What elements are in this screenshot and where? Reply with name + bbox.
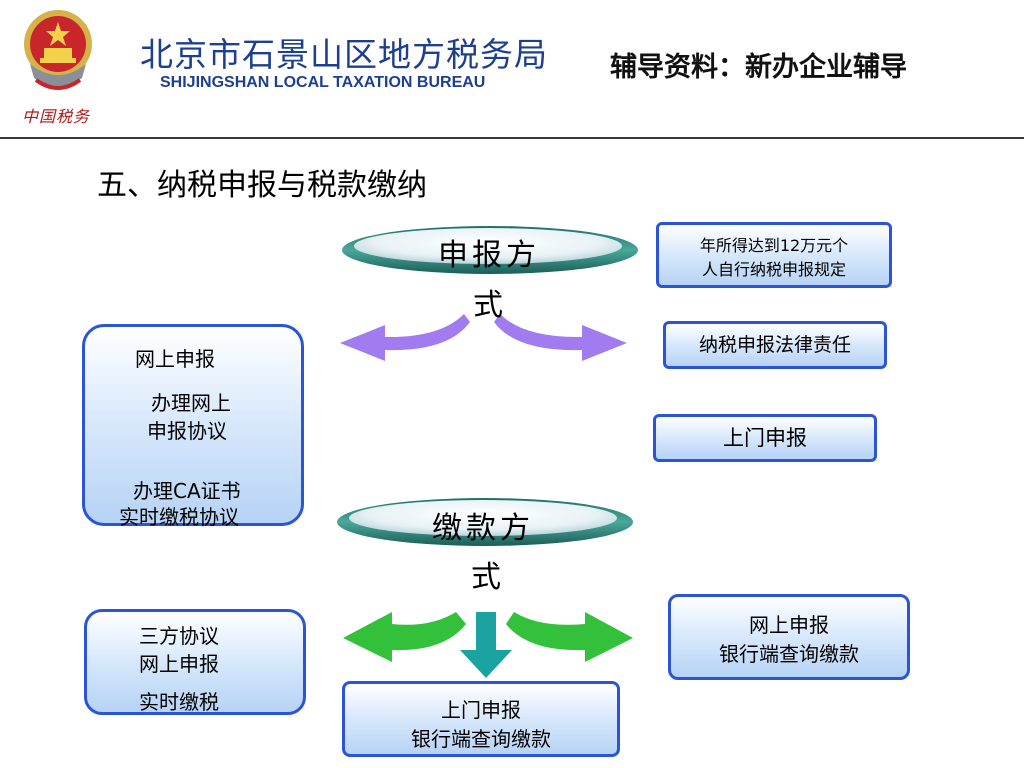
payment-oval-label: 缴款方 <box>432 511 534 546</box>
legal-liability-label: 纳税申报法律责任 <box>698 334 851 356</box>
tripartite-line2: 网上申报 <box>139 652 219 676</box>
online-declaration-line2: 申报协议 <box>147 419 227 443</box>
online-payment-line1: 网上申报 <box>749 613 829 637</box>
header-divider <box>0 137 1024 139</box>
payment-oval <box>337 498 633 546</box>
onsite-payment-box: 上门申报 银行端查询缴款 <box>342 681 620 757</box>
online-declaration-line4: 实时缴税协议 <box>119 505 239 529</box>
online-declaration-box: 网上申报 办理网上 申报协议 办理CA证书 实时缴税协议 <box>82 324 304 529</box>
onsite-declaration-box: 上门申报 <box>653 414 877 462</box>
onsite-payment-line1: 上门申报 <box>441 698 521 722</box>
online-payment-box: 网上申报 银行端查询缴款 <box>668 594 910 680</box>
tripartite-payment-box: 三方协议 网上申报 实时缴税 <box>84 609 306 715</box>
tripartite-line1: 三方协议 <box>139 624 219 648</box>
bureau-name-english: SHIJINGSHAN LOCAL TAXATION BUREAU <box>160 74 486 91</box>
online-declaration-line1: 办理网上 <box>151 391 231 415</box>
header: 中国税务 北京市石景山区地方税务局 SHIJINGSHAN LOCAL TAXA… <box>0 0 1024 139</box>
declaration-oval-label: 申报方 <box>438 238 540 273</box>
tripartite-line3: 实时缴税 <box>139 690 219 714</box>
payment-oval-label-tail: 式 <box>471 560 505 595</box>
section-title: 五、纳税申报与税款缴纳 <box>97 168 427 203</box>
handwriting-logo-text: 中国税务 <box>22 107 91 126</box>
purple-arrow-left <box>340 314 470 361</box>
national-emblem-icon <box>24 10 92 90</box>
header-subtitle: 辅导资料：新办企业辅导 <box>610 52 907 83</box>
online-payment-line2: 银行端查询缴款 <box>719 642 859 666</box>
annual-income-rule-line2: 人自行纳税申报规定 <box>701 260 846 279</box>
annual-income-rule-box: 年所得达到12万元个 人自行纳税申报规定 <box>656 222 892 288</box>
teal-arrow-down <box>460 612 512 678</box>
annual-income-rule-line1: 年所得达到12万元个 <box>699 236 849 255</box>
declaration-oval-label-tail: 式 <box>473 288 507 323</box>
green-arrow-right <box>506 612 633 662</box>
declaration-oval <box>342 226 638 274</box>
green-arrow-left <box>343 612 466 662</box>
onsite-payment-line2: 银行端查询缴款 <box>411 727 551 751</box>
onsite-declaration-label: 上门申报 <box>723 426 807 450</box>
bureau-name-chinese: 北京市石景山区地方税务局 <box>140 35 548 74</box>
purple-arrow-right <box>494 314 627 361</box>
online-declaration-line3: 办理CA证书 <box>133 479 241 503</box>
legal-liability-box: 纳税申报法律责任 <box>663 321 887 369</box>
online-declaration-title: 网上申报 <box>135 347 215 371</box>
